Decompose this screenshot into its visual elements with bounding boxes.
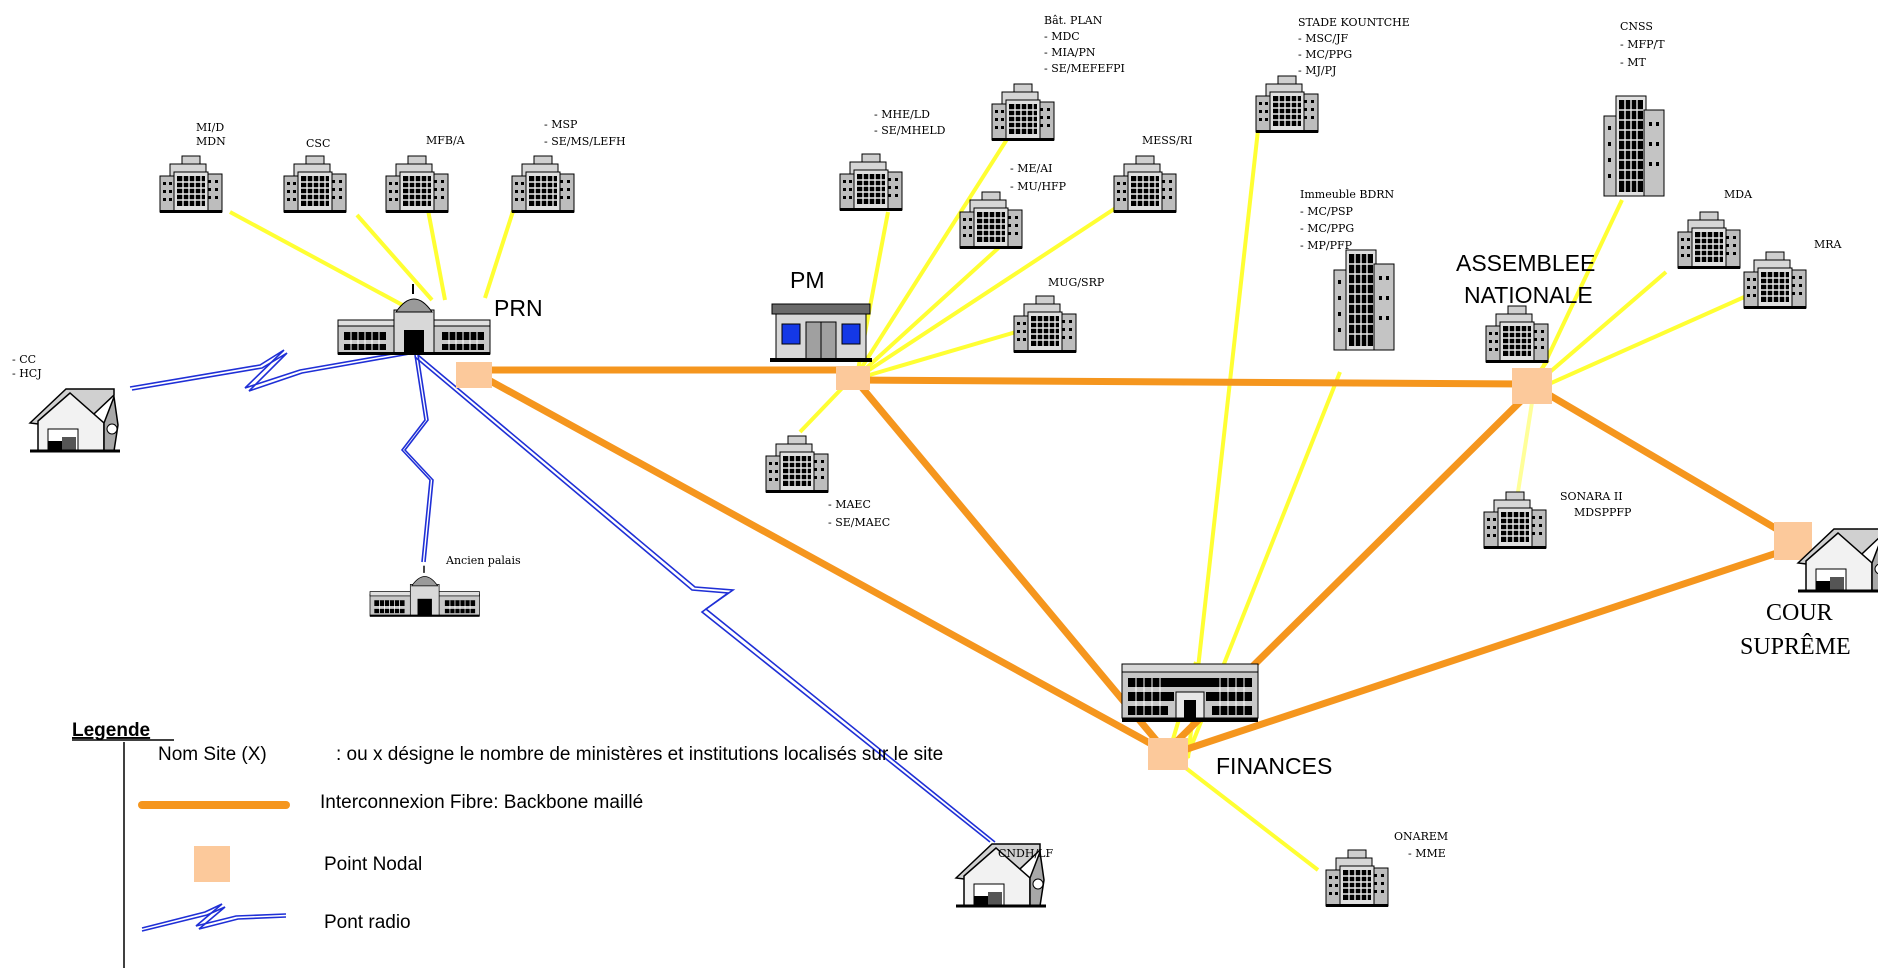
label-cnss: CNSS- MFP/T- MT: [1620, 20, 1665, 69]
label-me-ai: - ME/AI- MU/HFP: [1010, 162, 1067, 193]
label-finances: FINANCES: [1216, 753, 1332, 779]
building-icon-mfb: [385, 155, 449, 214]
label-bat-plan: Bât. PLAN- MDC- MIA/PN- SE/MEFEFPI: [1044, 14, 1125, 75]
legend-nom-site: Nom Site (X): [158, 744, 267, 765]
node-assemblee: [1512, 368, 1552, 404]
label-maec: - MAEC- SE/MAEC: [828, 498, 890, 529]
label-mhe: - MHE/LD- SE/MHELD: [874, 108, 946, 137]
label-mra: MRA: [1814, 238, 1843, 251]
building-icon-assemblee: [1485, 305, 1549, 364]
building-icon-onarem: [1325, 849, 1389, 908]
legend-nom-site-desc: : ou x désigne le nombre de ministères e…: [336, 744, 943, 765]
label-cndh: CNDH/LF: [998, 847, 1053, 860]
legend-nodal-swatch: [194, 846, 230, 882]
node-finances: [1148, 738, 1188, 770]
node-cour: [1774, 522, 1812, 560]
label-bdrn: Immeuble BDRN- MC/PSP- MC/PPG- MP/PFP: [1300, 188, 1395, 252]
label-msp: - MSP- SE/MS/LEFH: [544, 118, 626, 148]
label-cour-line2: SUPRÊME: [1740, 634, 1851, 660]
label-cour-line1: COUR: [1766, 600, 1833, 626]
house-icon-cc: [28, 387, 122, 453]
radio-links: [129, 349, 996, 843]
label-assemblee-line1: ASSEMBLEE: [1456, 250, 1595, 276]
pm-building-icon: [770, 303, 872, 362]
label-prn: PRN: [494, 295, 543, 321]
label-mda: MDA: [1724, 188, 1753, 201]
building-icon-mhe: [839, 153, 903, 212]
palace-icon-ancien: [369, 565, 480, 618]
building-icon-mess: [1113, 155, 1177, 214]
legend-nodal-label: Point Nodal: [324, 854, 422, 875]
label-stade: STADE KOUNTCHE- MSC/JF- MC/PPG- MJ/PJ: [1298, 16, 1410, 77]
tower-icon-bdrn: [1333, 249, 1395, 351]
legend-radio-label: Pont radio: [324, 912, 411, 933]
building-icon-mug: [1013, 295, 1077, 354]
node-prn: [456, 362, 492, 388]
building-icon-mra: [1743, 251, 1807, 310]
label-mfb: MFB/A: [426, 134, 466, 147]
legend-fibre-label: Interconnexion Fibre: Backbone maillé: [320, 792, 643, 813]
palace-icon-prn: [337, 283, 491, 356]
legend-radio-swatch: [141, 903, 287, 932]
ministry-icon-finances: [1121, 663, 1259, 723]
label-csc: CSC: [306, 137, 330, 150]
label-ancien: Ancien palais: [445, 554, 521, 567]
building-icon-stade: [1255, 75, 1319, 134]
legend-title: Legende: [72, 720, 150, 741]
building-icon-csc: [283, 155, 347, 214]
building-icon-maec: [765, 435, 829, 494]
label-assemblee-line2: NATIONALE: [1464, 282, 1593, 308]
tower-icon-cnss: [1603, 95, 1665, 197]
legend: Legende Nom Site (X) : ou x désigne le n…: [72, 720, 943, 968]
building-icon-midn: [159, 155, 223, 214]
building-icon-sonara: [1483, 491, 1547, 550]
pale-yellow-link: [1516, 395, 1535, 493]
label-mess: MESS/RI: [1142, 134, 1193, 147]
label-onarem: ONAREM- MME: [1394, 830, 1448, 860]
label-pm: PM: [790, 267, 825, 293]
nodal-points: [456, 362, 1812, 770]
building-icon-msp: [511, 155, 575, 214]
label-cc: - CC- HCJ: [12, 353, 42, 380]
building-icon-bat-plan: [991, 83, 1055, 142]
label-mug: MUG/SRP: [1048, 276, 1105, 289]
node-pm: [836, 366, 870, 390]
building-icon-mda: [1677, 211, 1741, 270]
